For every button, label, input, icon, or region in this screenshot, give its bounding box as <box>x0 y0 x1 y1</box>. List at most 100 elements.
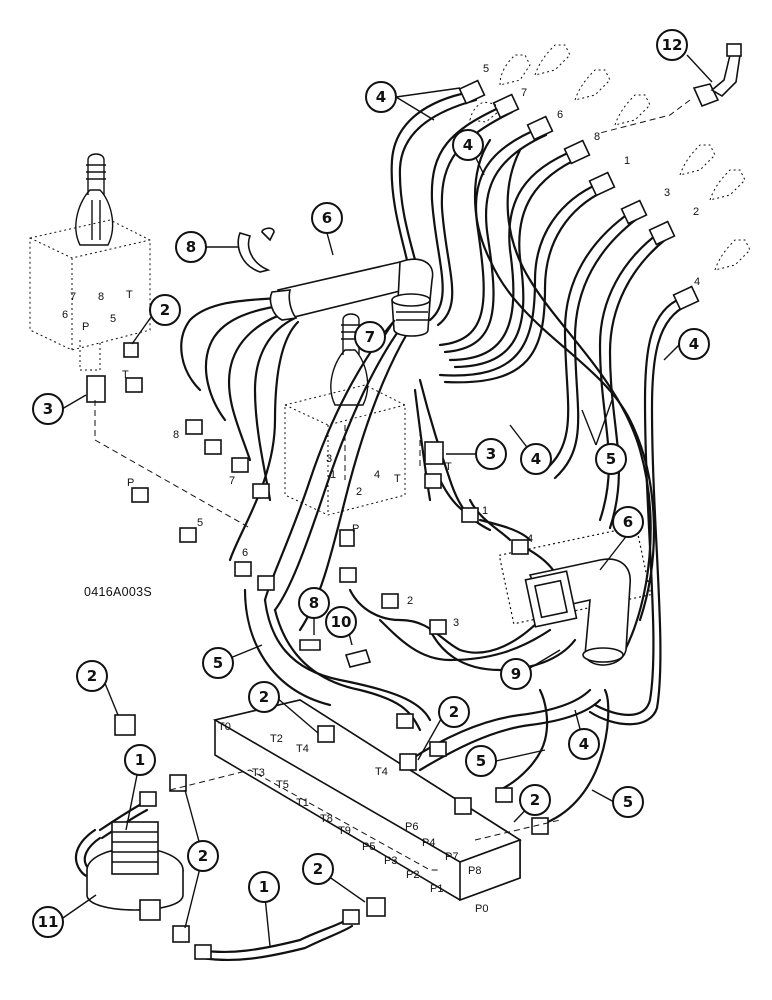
callout-9: 9 <box>500 658 532 690</box>
hose-tag-1: 1 <box>624 155 630 167</box>
callout-10: 10 <box>325 606 357 638</box>
pilot-valve <box>86 821 184 921</box>
left-hose-label-8: 8 <box>173 429 179 441</box>
callout-5-right: 5 <box>595 443 627 475</box>
svg-text:4: 4 <box>463 136 473 154</box>
svg-text:3: 3 <box>43 400 53 418</box>
port-t2: T2 <box>270 733 283 745</box>
svg-text:11: 11 <box>38 913 59 931</box>
svg-text:2: 2 <box>198 847 208 865</box>
sleeve-6-lower <box>498 525 652 666</box>
svg-text:4: 4 <box>376 88 386 106</box>
left-hose-label-p: P <box>127 477 134 489</box>
port-t5: T5 <box>276 779 289 791</box>
svg-text:5: 5 <box>476 752 486 770</box>
svg-text:2: 2 <box>530 791 540 809</box>
hose-tag-3: 3 <box>664 187 670 199</box>
right-valve-label-2: 2 <box>356 486 362 498</box>
sleeve-6-top <box>269 258 434 321</box>
manifold-port-labels: T0 T2 T4 T3 T5 T1 T8 T9 P5 P3 P2 P1 P0 P… <box>218 721 488 915</box>
callout-5-bottom-right: 5 <box>612 786 644 818</box>
hose-tag-8: 8 <box>594 131 600 143</box>
figure-code: 0416A003S <box>84 585 152 599</box>
left-hose-label-6: 6 <box>242 547 248 559</box>
port-t3: T3 <box>252 767 265 779</box>
port-p6: P6 <box>405 821 418 833</box>
left-valve-label-7: 7 <box>70 291 76 303</box>
left-hose-labels: T 8 7 P 5 6 <box>122 369 248 559</box>
callout-2-left-valve: 2 <box>149 294 181 326</box>
hose-bundle <box>74 90 690 962</box>
port-p8: P8 <box>468 865 481 877</box>
port-t0: T0 <box>218 721 231 733</box>
callout-12: 12 <box>656 29 688 61</box>
svg-text:7: 7 <box>365 328 375 346</box>
callout-5-manifold: 5 <box>465 745 497 777</box>
hose-tag-6: 6 <box>557 109 563 121</box>
center-joystick-valve <box>284 313 406 516</box>
right-hose-label-p: P <box>352 523 359 535</box>
callout-6-top: 6 <box>311 202 343 234</box>
callout-7: 7 <box>354 321 386 353</box>
right-hose-label-1: 1 <box>482 505 488 517</box>
right-hose-label-4: 4 <box>527 533 533 545</box>
svg-text:6: 6 <box>322 209 332 227</box>
svg-text:2: 2 <box>313 860 323 878</box>
svg-text:4: 4 <box>531 450 541 468</box>
callout-3-right: 3 <box>475 438 507 470</box>
callout-2-manifold-right: 2 <box>519 784 551 816</box>
hose-tag-7: 7 <box>521 87 527 99</box>
svg-text:5: 5 <box>623 793 633 811</box>
callout-8-top: 8 <box>175 231 207 263</box>
callout-2-manifold-top: 2 <box>438 696 470 728</box>
right-hose-label-3: 3 <box>453 617 459 629</box>
svg-text:9: 9 <box>511 665 521 683</box>
svg-text:2: 2 <box>449 703 459 721</box>
svg-text:10: 10 <box>331 613 352 631</box>
right-valve-label-1: 1 <box>330 469 336 481</box>
manifold-block <box>212 699 522 902</box>
left-hose-label-t: T <box>122 369 129 381</box>
callout-4-center: 4 <box>520 443 552 475</box>
port-p5: P5 <box>362 841 375 853</box>
assembly-lines <box>94 99 691 871</box>
left-valve-label-t: T <box>126 289 133 301</box>
left-valve-label-8: 8 <box>98 291 104 303</box>
right-valve-label-4: 4 <box>374 469 380 481</box>
right-hose-label-t: T <box>445 461 452 473</box>
callout-4-top2: 4 <box>452 129 484 161</box>
port-p4: P4 <box>422 837 435 849</box>
port-p3: P3 <box>384 855 397 867</box>
callout-11: 11 <box>32 906 64 938</box>
port-t8: T8 <box>320 813 333 825</box>
left-valve-labels: 7 8 6 P 5 T <box>62 289 133 333</box>
hose-tag-2: 2 <box>693 206 699 218</box>
port-t1: T1 <box>296 797 309 809</box>
svg-text:6: 6 <box>623 513 633 531</box>
callout-5-left: 5 <box>202 647 234 679</box>
callout-2-left-bottom: 2 <box>76 660 108 692</box>
hose-tag-5: 5 <box>483 63 489 75</box>
right-hose-labels: T P 1 4 2 3 <box>352 461 533 629</box>
left-valve-label-p: P <box>82 321 89 333</box>
callout-4-right: 4 <box>678 328 710 360</box>
callout-2-manifold-left: 2 <box>248 681 280 713</box>
hose-tag-4: 4 <box>694 276 700 288</box>
callout-8-lower: 8 <box>298 587 330 619</box>
port-p1: P1 <box>430 883 443 895</box>
right-valve-labels: 3 1 2 4 T <box>326 453 401 498</box>
svg-text:1: 1 <box>259 878 269 896</box>
svg-text:2: 2 <box>259 688 269 706</box>
callout-4-top: 4 <box>365 81 397 113</box>
svg-text:1: 1 <box>135 751 145 769</box>
port-t4-right: T4 <box>375 766 388 778</box>
sleeve-7 <box>391 293 431 337</box>
left-valve-label-6: 6 <box>62 309 68 321</box>
port-t4-top: T4 <box>296 743 309 755</box>
hose-tag-labels: 5 7 6 8 1 3 2 4 <box>483 63 700 288</box>
callout-6-lower: 6 <box>612 506 644 538</box>
svg-text:2: 2 <box>87 667 97 685</box>
svg-text:8: 8 <box>309 594 319 612</box>
right-hose-label-2: 2 <box>407 595 413 607</box>
